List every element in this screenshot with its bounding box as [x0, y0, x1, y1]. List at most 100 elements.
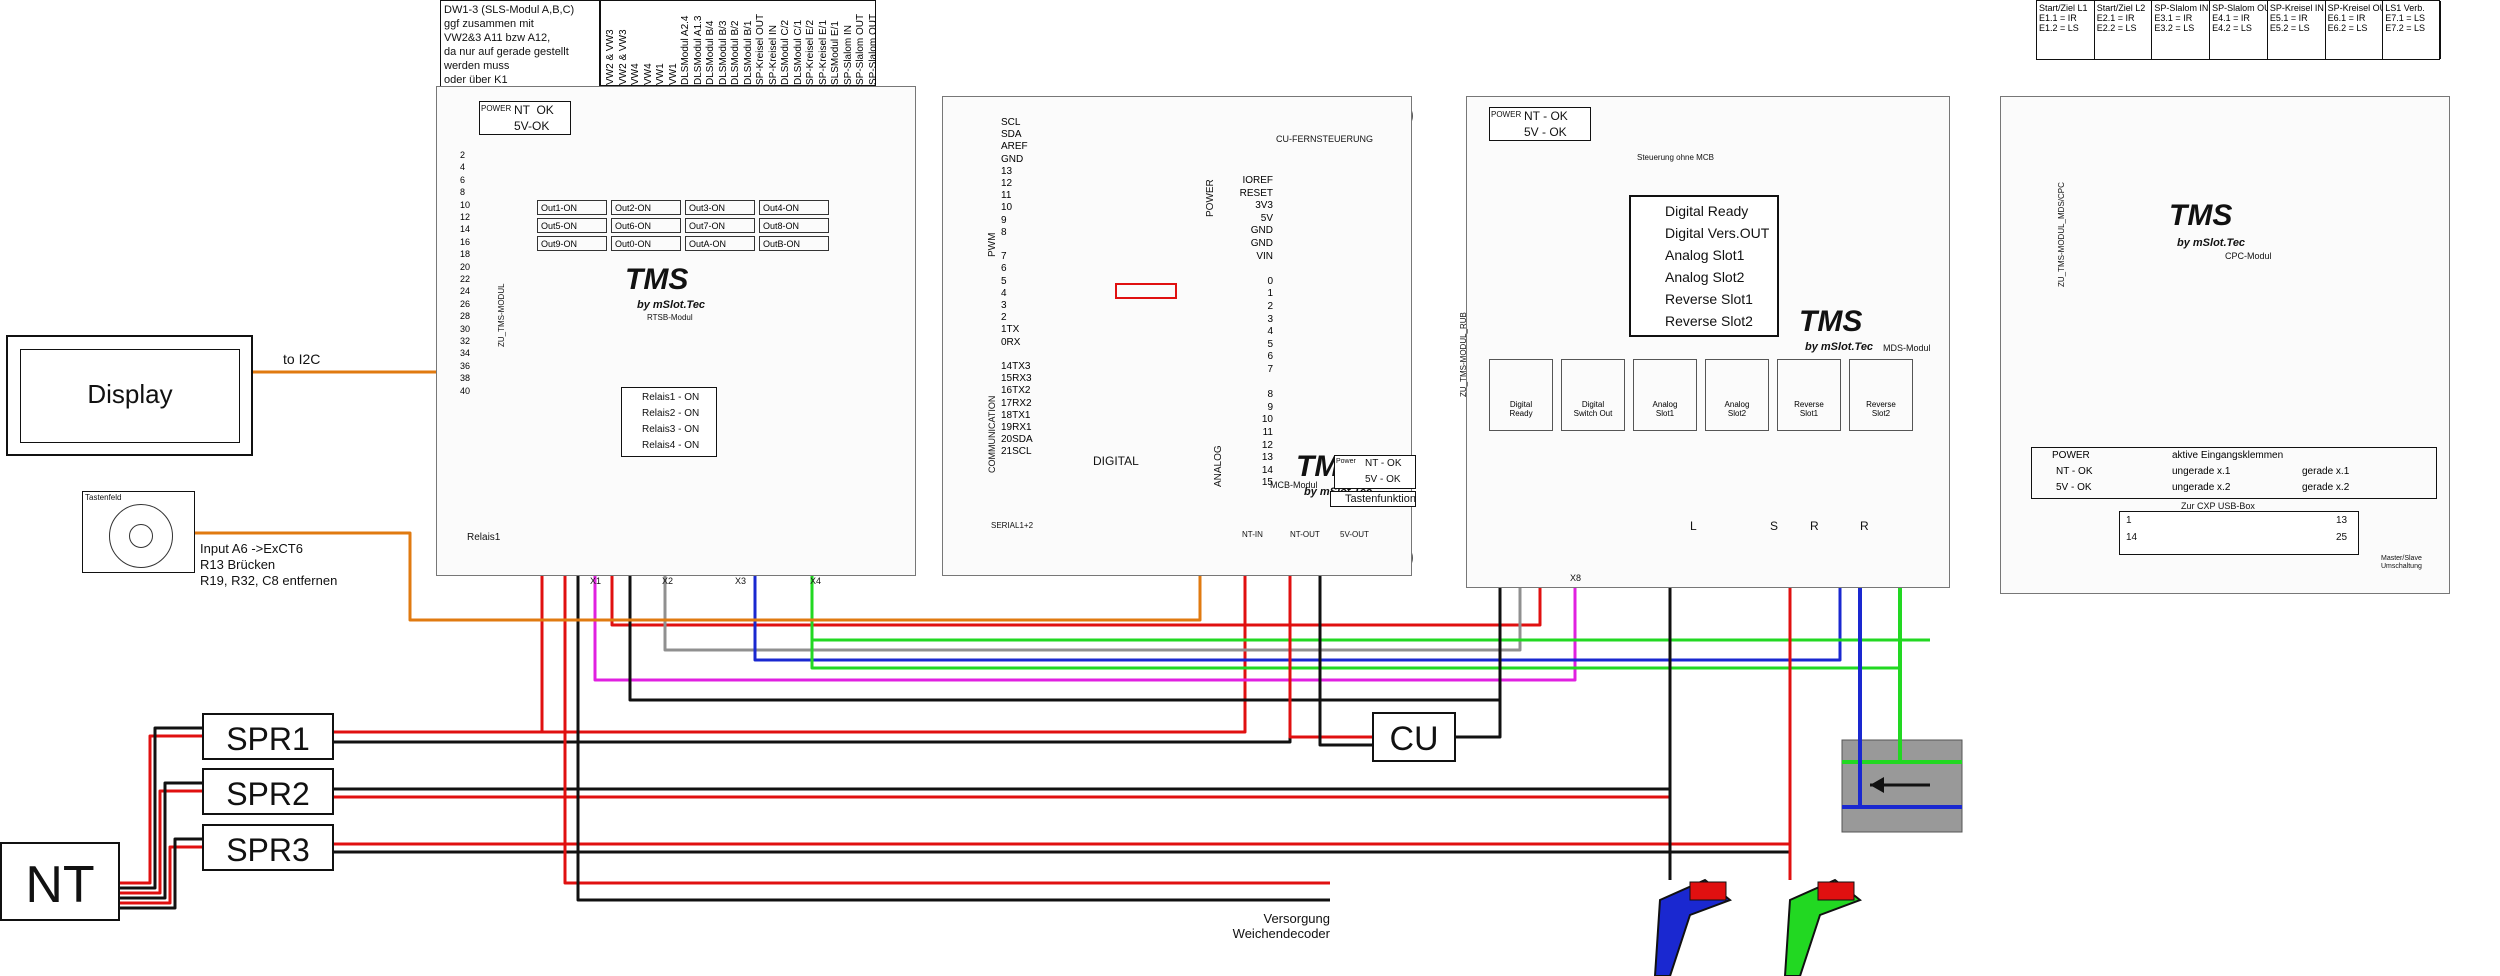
rtsb-pin: 10: [460, 199, 471, 210]
mds-legend-5: Reverse Slot1: [1665, 291, 1753, 307]
rtsb-pin: 34: [460, 348, 471, 359]
arduino-right-pin: 10: [1261, 414, 1273, 426]
input-note-line-3: R19, R32, C8 entfernen: [200, 573, 338, 588]
spr3-red-bus: [334, 842, 1792, 880]
rtsb-pin: 22: [460, 274, 471, 284]
arduino-right-pin: 6: [1267, 351, 1273, 363]
mcb-to-cu-black: [1318, 555, 1372, 747]
cpc-pt-cell: ungerade x.1: [2172, 466, 2231, 477]
vertical-label: VW2 & VW3: [605, 29, 616, 85]
arduino-right-pin: 8: [1267, 389, 1273, 401]
cpc-pt-cell: gerade x.1: [2302, 466, 2350, 477]
arduino-left-pin: 10: [1001, 202, 1013, 214]
arduino-left-pin: 4: [1001, 287, 1007, 299]
rtsb-x1: X1: [590, 576, 602, 586]
arduino-left-pin: 2: [1001, 312, 1007, 324]
arduino-right-pin: 0: [1267, 275, 1273, 287]
arduino-red-marker: [1115, 283, 1177, 299]
rtsb-out-led: OutA-ON: [685, 236, 755, 251]
input-note-line-2: R13 Brücken: [200, 557, 276, 572]
rtsb-pin: 40: [460, 385, 471, 396]
rtsb-out-led: Out2-ON: [611, 200, 681, 215]
tastenfeld-label: Tastenfeld: [85, 493, 122, 502]
rtsb-relais-1: Relais1 - ON: [642, 392, 700, 403]
vertical-label: VW1: [655, 63, 666, 85]
mds-power-box: POWER NT - OK 5V - OK: [1489, 107, 1591, 141]
arduino-left-pin: 16TX2: [1001, 385, 1031, 397]
rtsb-pin: 14: [460, 224, 471, 235]
tastenfeld-center: [129, 524, 153, 548]
cu-to-mds-black: [1456, 555, 1502, 739]
rtsb-relais-box: Relais1 - ON Relais2 - ON Relais3 - ON R…: [621, 387, 717, 457]
arduino-left-pin: 21SCL: [1001, 446, 1032, 458]
mds-relay: Analog Slot1: [1633, 359, 1697, 431]
spr3-label: SPR3: [226, 832, 310, 868]
vertical-label: VW2 & VW3: [617, 29, 629, 85]
rtsb-pin: 18: [460, 249, 471, 260]
rtsb-pin: 4: [460, 162, 466, 173]
arduino-right-pin: 3: [1267, 313, 1273, 325]
arduino-right-pin: 2: [1267, 301, 1273, 312]
left-note-line-1: DW1-3 (SLS-Modul A,B,C): [444, 4, 575, 16]
cpc-brand: TMS: [2169, 199, 2233, 232]
input-note-line-1: Input A6 ->ExCT6: [200, 541, 303, 556]
rtsb-power-box: POWER NT OK 5V-OK: [479, 101, 571, 135]
arduino-serial-label: SERIAL1+2: [991, 521, 1034, 530]
versorgung-red: [563, 555, 1330, 885]
vertical-label: DLSModul A1.3: [692, 15, 704, 86]
cpc-name: CPC-Modul: [2225, 251, 2272, 261]
rtsb-pin: 24: [460, 286, 471, 297]
rtsb-pin: 16: [460, 236, 471, 247]
arduino-left-pin: 11: [1001, 190, 1012, 202]
cpc-side-label: ZU_TMS-MODUL_MDS/CPC: [2057, 182, 2066, 287]
left-note-line-4: da nur auf gerade gestellt: [444, 46, 569, 58]
controller-blue-icon: [1653, 878, 1732, 976]
vertical-label: SP-Kreisel E/1: [817, 19, 829, 85]
cpc-pin25: 25: [2336, 532, 2348, 543]
rtsb-pin: 6: [460, 174, 466, 185]
arduino-right-pin: 13: [1261, 452, 1273, 464]
nt-to-spr3-black: [120, 837, 202, 910]
mds-legend-2: Digital Vers.OUT: [1665, 225, 1770, 241]
x1-red: [610, 555, 1542, 627]
arduino-left-pin: 19RX1: [1001, 422, 1032, 433]
arduino-left-pin: 7: [1001, 251, 1007, 263]
mds-legend-6: Reverse Slot2: [1665, 313, 1753, 329]
arduino-analog-label: ANALOG: [1213, 445, 1224, 487]
rtsb-out-led: Out0-ON: [611, 236, 681, 251]
left-note-line-2: ggf zusammen mit: [444, 18, 534, 30]
vertical-label: VW4: [630, 63, 641, 85]
controller-green-icon: [1783, 878, 1862, 976]
arduino-right-pin: 1: [1267, 288, 1273, 300]
x2-gray: [663, 555, 1522, 652]
arduino-left-pin: GND: [1001, 153, 1024, 165]
nt-to-spr2-black: [120, 781, 202, 900]
rtsb-pin: 2: [460, 150, 466, 160]
tastenfeld-box: Tastenfeld: [82, 491, 195, 573]
mds-legend-box: Digital Ready Digital Vers.OUT Analog Sl…: [1629, 195, 1779, 337]
rtsb-relais-2: Relais2 - ON: [642, 408, 700, 419]
mds-module: POWER NT - OK 5V - OK Steuerung ohne MCB…: [1459, 96, 1950, 588]
rtsb-pin: 36: [460, 360, 471, 371]
vertical-label: SLSModul E/1: [830, 21, 841, 85]
mds-legend-3: Analog Slot1: [1665, 247, 1745, 263]
mds-relay: Reverse Slot2: [1849, 359, 1913, 431]
cpc-pin14: 14: [2126, 532, 2138, 543]
rtsb-pin: 30: [460, 323, 471, 334]
arduino-left-pin: 6: [1001, 263, 1007, 275]
mds-relay: Reverse Slot1: [1777, 359, 1841, 431]
rtsb-out-led: Out7-ON: [685, 218, 755, 233]
vertical-label: DLSModul B/4: [705, 20, 716, 85]
mds-power-label: POWER: [1491, 110, 1522, 119]
mds-by: by mSlot.Tec: [1805, 341, 1874, 353]
versorgung-line-1: Versorgung: [1263, 911, 1331, 926]
left-note-box: DW1-3 (SLS-Modul A,B,C) ggf zusammen mit…: [440, 0, 600, 96]
arduino-right-pin: 7: [1267, 364, 1273, 375]
arduino-right-pin: 9: [1267, 401, 1273, 413]
mcb-term-5vout: 5V-OUT: [1340, 530, 1369, 539]
arduino-left-pin: 9: [1001, 214, 1007, 226]
arduino-right-pin: 5: [1267, 338, 1273, 350]
rtsb-5v-ok: 5V-OK: [514, 119, 550, 133]
rtsb-out-led: Out6-ON: [611, 218, 681, 233]
